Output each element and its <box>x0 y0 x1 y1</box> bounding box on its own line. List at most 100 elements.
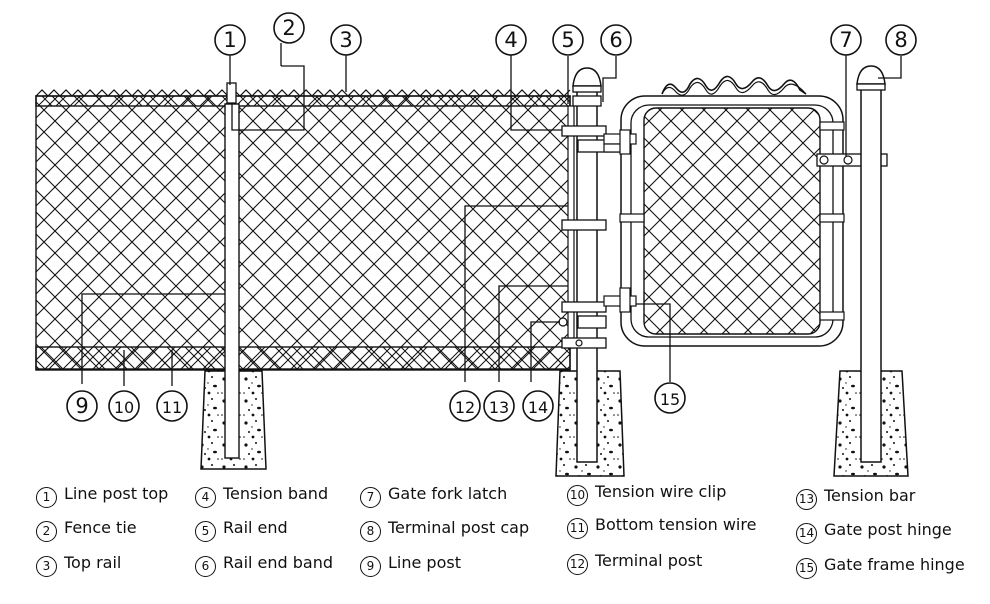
legend-number: 4 <box>195 487 216 508</box>
legend-item: 11 Bottom tension wire <box>567 515 756 539</box>
callout-circle <box>273 12 305 44</box>
gate-barbed-top <box>661 75 807 95</box>
legend-number: 11 <box>567 518 588 539</box>
callout-number: 7 <box>839 28 852 52</box>
legend-item: 9 Line post <box>360 553 461 577</box>
legend-item: 1 Line post top <box>36 484 168 508</box>
legend-item: 3 Top rail <box>36 553 121 577</box>
callout-number: 11 <box>162 398 182 417</box>
tension-band <box>561 125 607 137</box>
callout-10: 10 <box>108 390 140 422</box>
leader-lines <box>81 43 902 386</box>
callout-number: 4 <box>504 28 517 52</box>
rail-end-band <box>572 95 602 107</box>
legend-item: 13 Tension bar <box>796 486 915 510</box>
callout-number: 12 <box>455 398 475 417</box>
legend-item: 10 Tension wire clip <box>567 482 726 506</box>
legend-label: Line post <box>388 553 461 572</box>
callout-9: 9 <box>66 390 98 422</box>
legend-item: 6 Rail end band <box>195 553 333 577</box>
legend-number: 6 <box>195 556 216 577</box>
concrete-footings <box>200 370 909 477</box>
callout-circle <box>108 390 140 422</box>
legend-number: 9 <box>360 556 381 577</box>
legend-label: Terminal post cap <box>388 518 530 537</box>
callout-circle <box>330 24 362 56</box>
callout-circle <box>214 24 246 56</box>
legend-number: 14 <box>796 523 817 544</box>
callout-6: 6 <box>600 24 632 56</box>
legend-item: 2 Fence tie <box>36 518 137 542</box>
legend-number: 3 <box>36 556 57 577</box>
legend-number: 13 <box>796 489 817 510</box>
callout-8: 8 <box>885 24 917 56</box>
callout-1: 1 <box>214 24 246 56</box>
legend-label: Terminal post <box>595 551 703 570</box>
callout-2: 2 <box>273 12 305 44</box>
callout-5: 5 <box>552 24 584 56</box>
fence-section <box>35 89 571 371</box>
callout-circle <box>483 390 515 422</box>
callout-circle <box>885 24 917 56</box>
callout-circle <box>654 382 686 414</box>
legend-label: Gate fork latch <box>388 484 508 503</box>
legend-label: Tension band <box>223 484 329 503</box>
callout-circle <box>552 24 584 56</box>
callout-number: 3 <box>339 28 352 52</box>
legend-label: Gate frame hinge <box>824 555 965 574</box>
legend-number: 10 <box>567 485 588 506</box>
legend-number: 2 <box>36 521 57 542</box>
callout-number: 2 <box>282 16 295 40</box>
terminal-post-cap-right <box>856 65 886 85</box>
terminal-post-right <box>856 65 886 463</box>
legend-number: 12 <box>567 554 588 575</box>
callout-12: 12 <box>449 390 481 422</box>
legend-item: 4 Tension band <box>195 484 328 508</box>
callout-circle <box>66 390 98 422</box>
gate <box>603 75 888 347</box>
legend-label: Tension wire clip <box>595 482 727 501</box>
legend-number: 1 <box>36 487 57 508</box>
callout-number: 5 <box>561 28 574 52</box>
callout-4: 4 <box>495 24 527 56</box>
top-selvage <box>35 89 571 97</box>
callout-number: 10 <box>114 398 134 417</box>
legend-number: 7 <box>360 487 381 508</box>
legend-item: 12 Terminal post <box>567 551 702 575</box>
callout-11: 11 <box>156 390 188 422</box>
callout-number: 15 <box>660 390 680 409</box>
callout-circle <box>830 24 862 56</box>
legend-number: 8 <box>360 521 381 542</box>
gate-post-hinge <box>577 315 607 329</box>
callout-number: 14 <box>528 398 548 417</box>
legend-label: Fence tie <box>64 518 137 537</box>
callout-number: 1 <box>223 28 236 52</box>
callout-7: 7 <box>830 24 862 56</box>
legend-label: Top rail <box>64 553 122 572</box>
callout-number: 6 <box>609 28 622 52</box>
legend-label: Gate post hinge <box>824 520 952 539</box>
callout-circle <box>522 390 554 422</box>
line-post-top <box>226 82 237 104</box>
callout-number: 8 <box>894 28 907 52</box>
legend-label: Bottom tension wire <box>595 515 757 534</box>
legend-number: 5 <box>195 521 216 542</box>
callout-circle <box>600 24 632 56</box>
legend-item: 14 Gate post hinge <box>796 520 952 544</box>
legend-label: Rail end band <box>223 553 334 572</box>
legend-label: Line post top <box>64 484 169 503</box>
legend-label: Tension bar <box>824 486 916 505</box>
callout-14: 14 <box>522 390 554 422</box>
callout-number: 13 <box>489 398 509 417</box>
callout-3: 3 <box>330 24 362 56</box>
line-post <box>224 82 240 459</box>
callout-number: 9 <box>75 394 88 418</box>
callout-13: 13 <box>483 390 515 422</box>
callout-circle <box>156 390 188 422</box>
callout-circle <box>449 390 481 422</box>
legend-item: 8 Terminal post cap <box>360 518 529 542</box>
chain-link-mesh <box>35 95 571 371</box>
terminal-post-cap <box>572 67 602 87</box>
